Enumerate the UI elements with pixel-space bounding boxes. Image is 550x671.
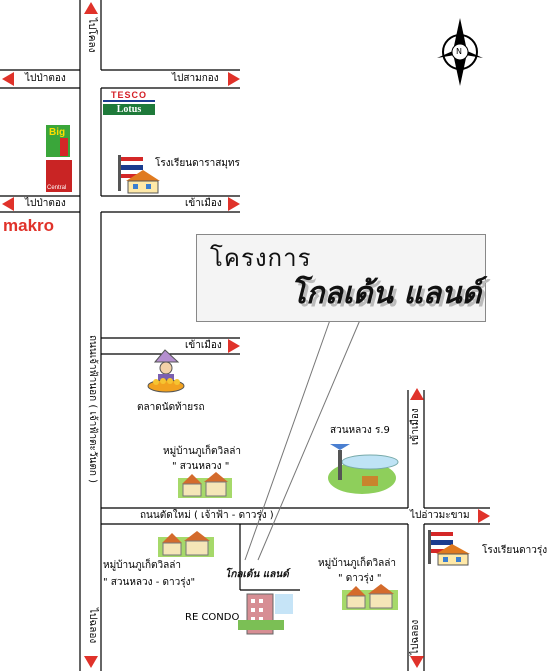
central-logo: Central (46, 160, 72, 192)
arrow-left-icon (2, 72, 14, 86)
arrow-up-icon (410, 388, 424, 400)
lotus-text: Lotus (103, 104, 155, 115)
road-label-to-patong-2: ไปป่าตอง (25, 198, 66, 209)
place-label-village-suanluang-1: หมู่บ้านภูเก็ตวิลล่า (163, 446, 242, 457)
callout-pointer (244, 319, 361, 561)
callout-title: โครงการ (210, 244, 312, 272)
road-lines (0, 0, 490, 671)
village-sd-icon (158, 531, 214, 557)
road-label-to-chalong-left: ไปฉลอง (87, 608, 98, 644)
place-label-village-dr-2: " ดาวรุ่ง " (338, 573, 382, 584)
arrow-right-icon (228, 339, 240, 353)
road-label-to-samkong: ไปสามกอง (172, 73, 219, 84)
arrow-down-icon (84, 656, 98, 668)
road-label-chao-fa-nok: ถนนเจ้าฟ้านอก ( เจ้าฟ้าตะวันตก ) (87, 335, 98, 484)
big-c-mark (60, 138, 68, 156)
arrow-up-icon (84, 2, 98, 14)
compass-rose-icon (437, 18, 483, 86)
road-label-to-town-right: เข้าเมือง (410, 408, 421, 445)
market-icon (147, 349, 185, 393)
arrow-right-icon (228, 72, 240, 86)
place-label-re-condo: RE CONDO (185, 612, 240, 623)
village-suanluang-icon (178, 472, 232, 498)
tesco-lotus-logo: TESCO Lotus (103, 90, 155, 122)
road-label-to-klong: ไปโคลง (86, 18, 97, 53)
road-label-new-road: ถนนตัดใหม่ ( เจ้าฟ้า - ดาวรุ่ง ) (140, 510, 274, 521)
place-label-market: ตลาดนัดท้ายรถ (137, 402, 205, 413)
road-label-to-patong-1: ไปป่าตอง (25, 73, 66, 84)
place-label-village-sd-2: " สวนหลวง - ดาวรุ่ง" (103, 577, 196, 588)
arrow-right-icon (478, 509, 490, 523)
condo-icon (238, 593, 293, 635)
road-label-to-city-2: เข้าเมือง (185, 340, 222, 351)
arrow-left-icon (2, 197, 14, 211)
project-location-tag: โกลเด้น แลนด์ (225, 569, 289, 580)
compass-north-label: N (456, 47, 462, 56)
road-label-to-city-1: เข้าเมือง (185, 198, 222, 209)
callout-project-name: โกลเด้น แลนด์ (290, 276, 482, 311)
place-label-park: สวนหลวง ร.9 (330, 425, 390, 436)
village-dr-icon (342, 584, 398, 610)
makro-logo: makro (3, 216, 55, 235)
road-label-to-ao-makham: ไปอ่าวมะขาม (410, 510, 470, 521)
place-label-school-dara: โรงเรียนดาราสมุทร (155, 158, 240, 169)
school-daorung-icon (428, 530, 470, 566)
project-callout (196, 234, 486, 322)
school-dara-icon (118, 155, 160, 194)
place-label-village-sd-1: หมู่บ้านภูเก็ตวิลล่า (103, 560, 182, 571)
tesco-text: TESCO (103, 90, 155, 102)
place-label-village-suanluang-2: " สวนหลวง " (172, 461, 230, 472)
road-label-to-chalong-right: ไปฉลอง (410, 619, 421, 655)
arrow-right-icon (228, 197, 240, 211)
arrow-down-icon (410, 656, 424, 668)
place-label-village-dr-1: หมู่บ้านภูเก็ตวิลล่า (318, 558, 397, 569)
park-icon (328, 444, 399, 494)
place-label-school-daorung: โรงเรียนดาวรุ่ง (482, 545, 548, 556)
